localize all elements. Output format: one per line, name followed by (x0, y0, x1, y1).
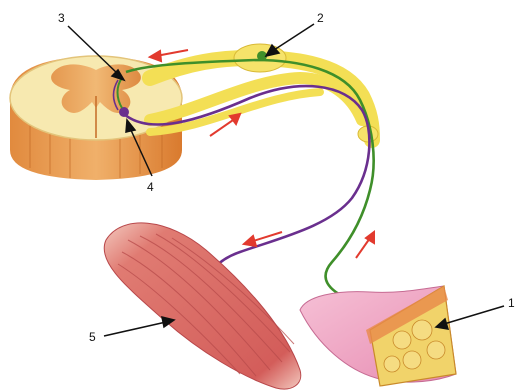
receptor-in-skin (300, 286, 456, 386)
label-2: 2 (317, 11, 324, 25)
label-1: 1 (508, 296, 515, 310)
leader-line-5 (104, 317, 174, 336)
muscle-effector (104, 223, 301, 389)
leader-line-2 (266, 24, 314, 56)
motor-cell-body (119, 107, 129, 117)
label-5: 5 (89, 330, 96, 344)
label-4: 4 (147, 180, 154, 194)
label-3: 3 (58, 11, 65, 25)
